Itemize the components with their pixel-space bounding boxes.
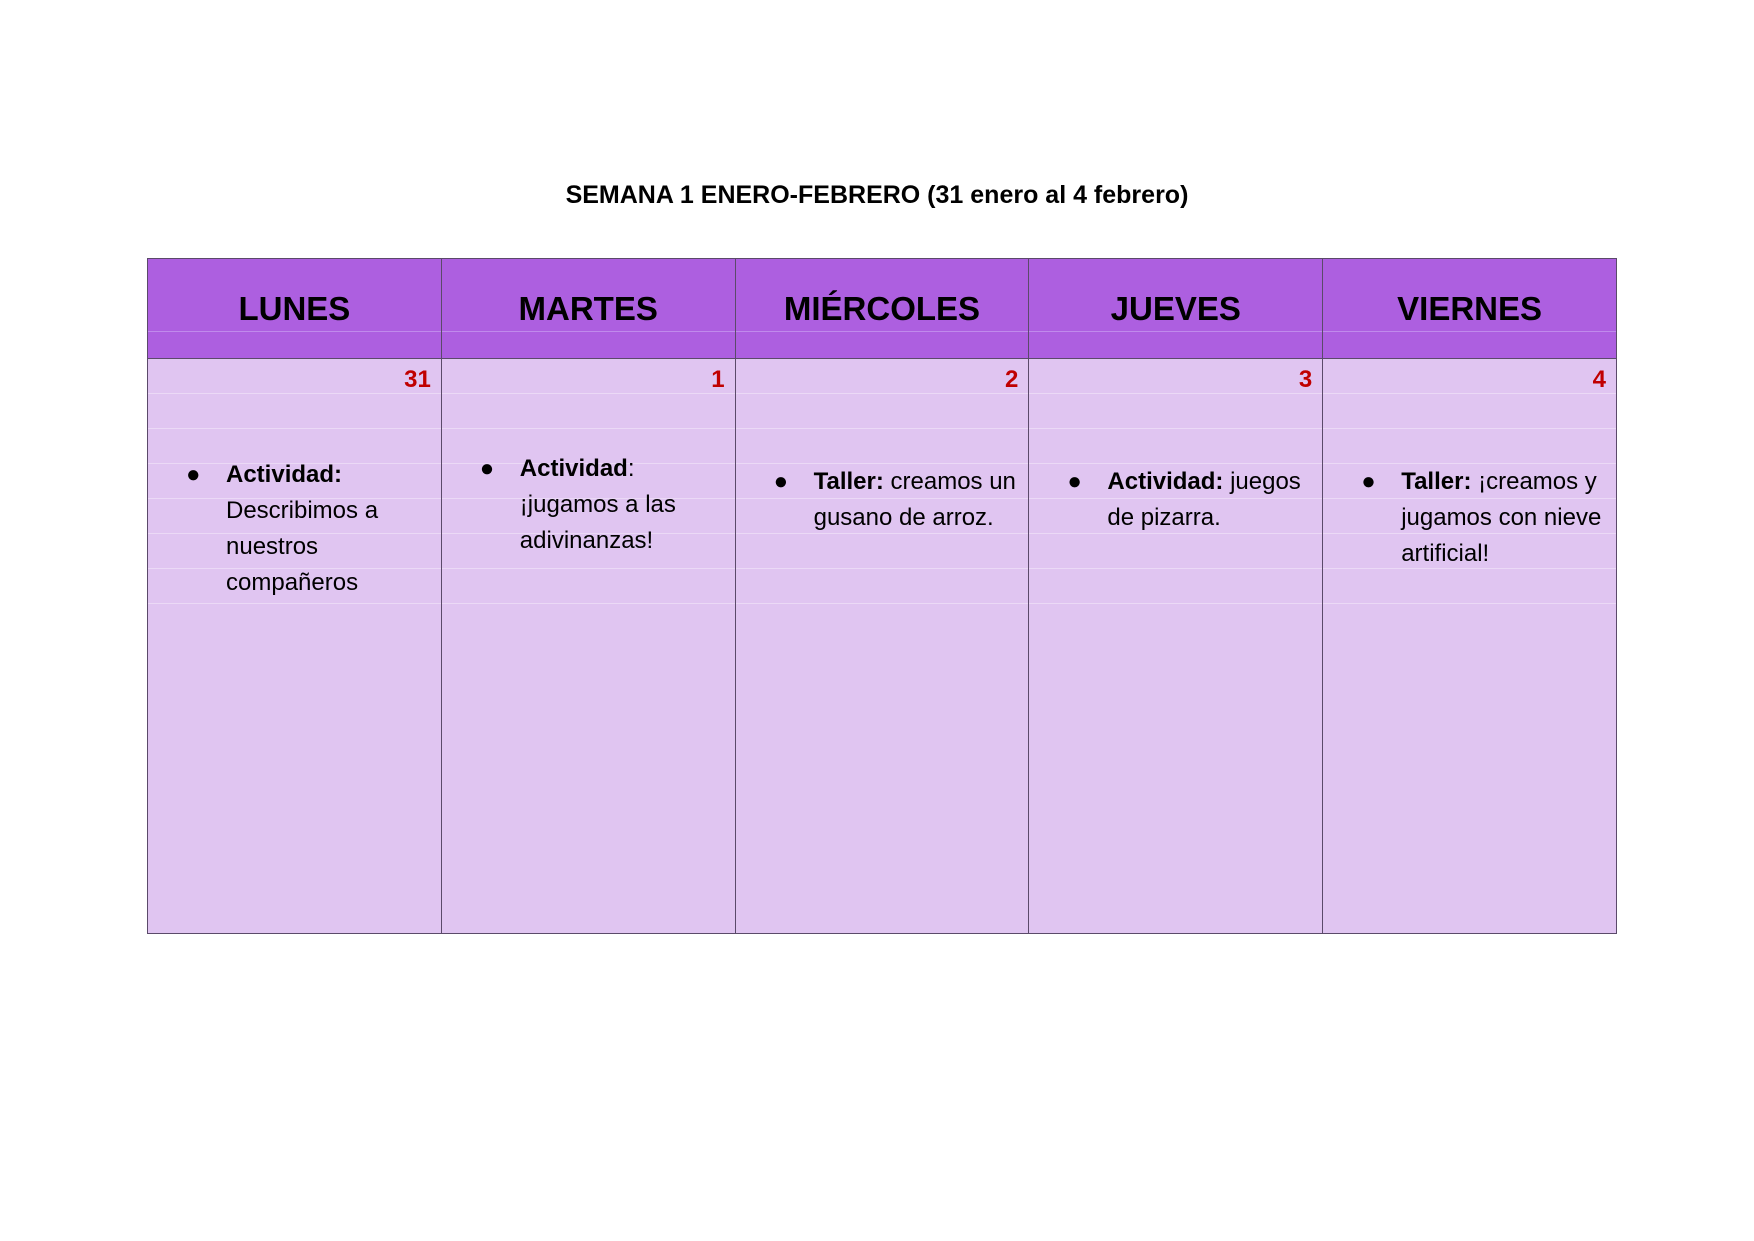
activity-text: Actividad: juegos de pizarra. (1107, 464, 1314, 536)
day-cell-jueves: 3 ● Actividad: juegos de pizarra. (1029, 359, 1324, 933)
activity-label: Taller: (813, 468, 884, 495)
bullet-icon: ● (773, 468, 789, 495)
activity-label: Actividad: (1107, 468, 1224, 495)
activity-item: ● Actividad: Describimos a nuestros comp… (186, 457, 433, 601)
day-number: 3 (1298, 366, 1313, 393)
day-header-lunes: LUNES (148, 259, 442, 358)
day-cell-viernes: 4 ● Taller: ¡creamos y jugamos con nieve… (1323, 359, 1616, 933)
day-cell-martes: 1 ● Actividad: ¡jugamos a las adivinanza… (441, 359, 736, 933)
activity-item: ● Actividad: ¡jugamos a las adivinanzas! (480, 451, 727, 559)
day-header-miercoles: MIÉRCOLES (735, 259, 1030, 358)
page-title: SEMANA 1 ENERO-FEBRERO (31 enero al 4 fe… (565, 181, 1189, 209)
activity-text: Actividad: ¡jugamos a las adivinanzas! (520, 451, 727, 559)
weekday-header-row: LUNES MARTES MIÉRCOLES JUEVES VIERNES (148, 259, 1616, 359)
activity-description: : ¡jugamos a las adivinanzas! (519, 455, 676, 554)
day-header-jueves: JUEVES (1029, 259, 1324, 358)
bullet-icon: ● (186, 461, 201, 488)
day-header-martes: MARTES (441, 259, 736, 358)
activity-description: ¡creamos y jugamos con nieve artificial! (1401, 468, 1602, 567)
day-number: 31 (404, 366, 431, 393)
bullet-icon: ● (1361, 468, 1376, 495)
activity-label: Taller: (1401, 468, 1472, 495)
day-number: 2 (1005, 366, 1019, 393)
activity-label: Actividad (519, 455, 628, 482)
day-number: 4 (1592, 366, 1606, 393)
activity-item: ● Taller: ¡creamos y jugamos con nieve a… (1361, 464, 1608, 572)
activity-description: juegos de pizarra. (1107, 468, 1301, 531)
activity-item: ● Taller: creamos un gusano de arroz. (774, 464, 1021, 536)
week-schedule-table: LUNES MARTES MIÉRCOLES JUEVES VIERNES 31… (147, 258, 1617, 934)
activity-description: Describimos a nuestros compañeros (226, 497, 379, 596)
activity-description: creamos un gusano de arroz. (813, 468, 1016, 531)
activity-item: ● Actividad: juegos de pizarra. (1067, 464, 1314, 536)
bullet-icon: ● (479, 455, 495, 482)
day-cell-miercoles: 2 ● Taller: creamos un gusano de arroz. (735, 359, 1030, 933)
day-number: 1 (711, 366, 725, 393)
bullet-icon: ● (1067, 468, 1082, 495)
activity-text: Taller: ¡creamos y jugamos con nieve art… (1401, 464, 1608, 572)
day-header-viernes: VIERNES (1323, 259, 1616, 358)
activity-text: Taller: creamos un gusano de arroz. (814, 464, 1021, 536)
activity-label: Actividad: (226, 461, 343, 488)
day-cell-lunes: 31 ● Actividad: Describimos a nuestros c… (148, 359, 442, 933)
day-cells-row: 31 ● Actividad: Describimos a nuestros c… (148, 359, 1616, 933)
activity-text: Actividad: Describimos a nuestros compañ… (226, 457, 433, 601)
